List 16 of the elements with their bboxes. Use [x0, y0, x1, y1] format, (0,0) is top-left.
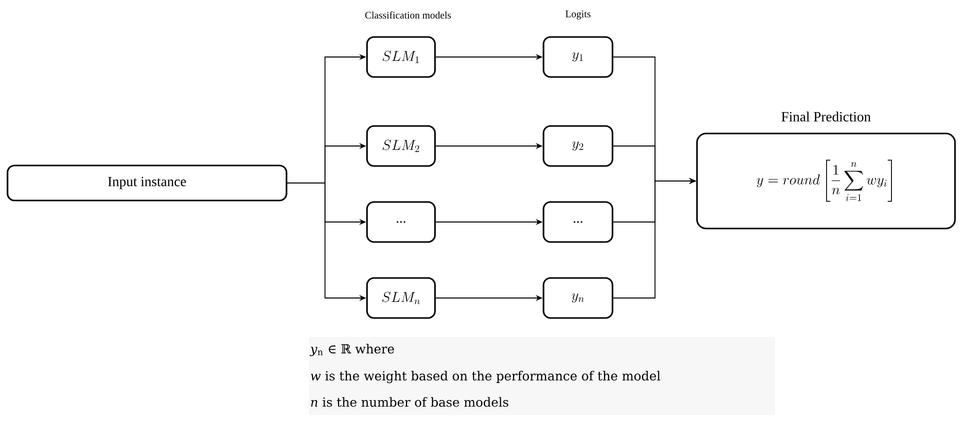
model-box: $SLM_n$: [366, 277, 436, 319]
note-text: n is the number of base models: [311, 397, 508, 407]
model-box: $SLM_1$: [366, 36, 436, 78]
model-box: $SLM_2$: [366, 125, 436, 167]
column-heading: Logits: [566, 10, 590, 20]
logit-box: $y_2$: [542, 125, 614, 167]
logit-box: $y_1$: [542, 36, 614, 78]
column-heading: Classification models: [365, 11, 451, 19]
note-text: y$_{n}$ ∈ ℝ where: [310, 344, 394, 356]
logit-box: ...: [542, 201, 614, 243]
note-text: w is the weight based on the performance of the model: [310, 370, 660, 384]
box-heading: Final Prediction: [782, 112, 871, 122]
model-box: ...: [366, 201, 436, 243]
prediction-box: $y = round\left[\frac{1}{n}\sum_{i=1}^{n} w y_i\right]$: [696, 132, 956, 230]
logit-box: $y_n$: [542, 277, 614, 319]
input-box: Input instance: [6, 164, 288, 202]
